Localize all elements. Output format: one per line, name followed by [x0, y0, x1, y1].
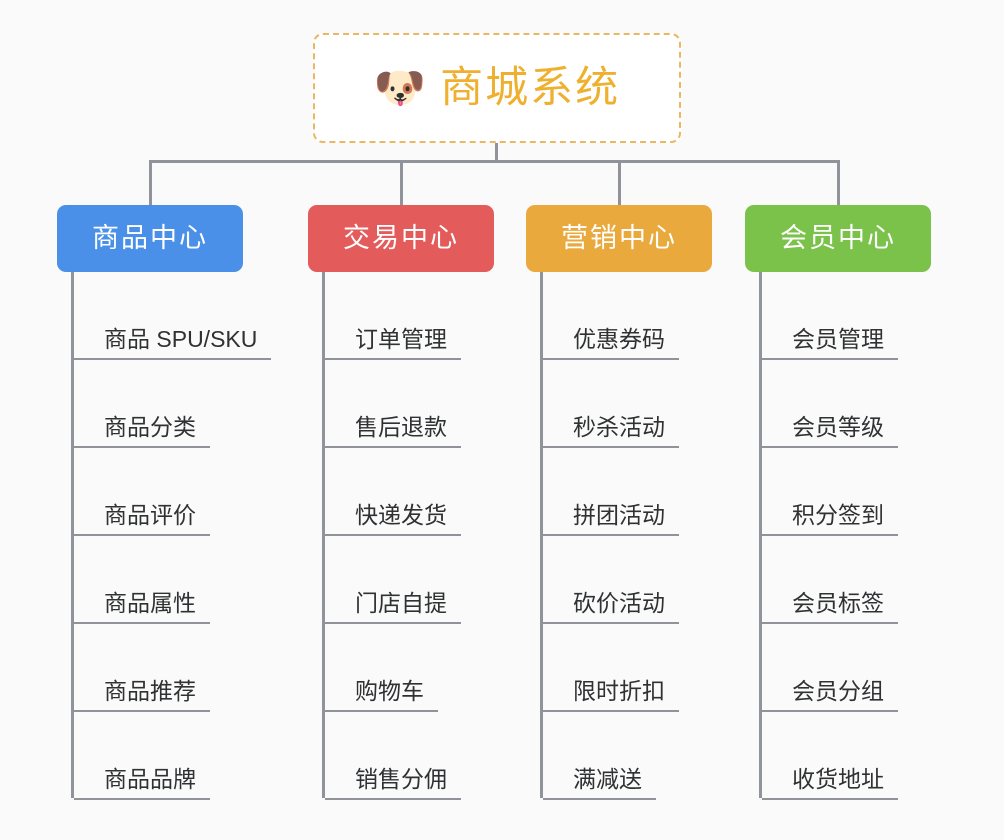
connector-category-stem-3: [618, 160, 621, 205]
leaf-column-1: 商品 SPU/SKU 商品分类商品评价商品属性商品推荐商品品牌: [71, 272, 301, 800]
category-label: 会员中心: [780, 223, 896, 253]
leaf-item[interactable]: 商品评价: [74, 448, 210, 536]
leaf-item[interactable]: 优惠券码: [543, 272, 679, 360]
category-label: 商品中心: [92, 223, 208, 253]
leaf-item[interactable]: 会员分组: [762, 624, 898, 712]
leaf-item[interactable]: 积分签到: [762, 448, 898, 536]
leaf-label: 商品 SPU/SKU: [74, 326, 272, 360]
leaf-column-3: 优惠券码秒杀活动拼团活动砍价活动限时折扣满减送: [540, 272, 770, 800]
leaf-item[interactable]: 快递发货: [325, 448, 461, 536]
leaf-item[interactable]: 购物车: [325, 624, 438, 712]
leaf-label: 收货地址: [762, 766, 898, 800]
leaf-label: 优惠券码: [543, 326, 679, 360]
leaf-item[interactable]: 订单管理: [325, 272, 461, 360]
leaf-label: 快递发货: [325, 502, 461, 536]
leaf-item[interactable]: 销售分佣: [325, 712, 461, 800]
leaf-label: 商品品牌: [74, 766, 210, 800]
leaf-label: 秒杀活动: [543, 414, 679, 448]
connector-category-stem-2: [400, 160, 403, 205]
leaf-item[interactable]: 砍价活动: [543, 536, 679, 624]
leaf-item[interactable]: 商品推荐: [74, 624, 210, 712]
connector-leaf-trunk-3: [540, 272, 543, 798]
leaf-label: 满减送: [543, 766, 656, 800]
leaf-item[interactable]: 拼团活动: [543, 448, 679, 536]
category-label: 交易中心: [343, 223, 459, 253]
leaf-label: 会员标签: [762, 590, 898, 624]
leaf-item[interactable]: 商品 SPU/SKU: [74, 272, 272, 360]
category-box-1[interactable]: 商品中心: [57, 205, 243, 272]
leaf-label: 销售分佣: [325, 766, 461, 800]
root-node[interactable]: 🐶 商城系统: [313, 33, 681, 143]
category-box-3[interactable]: 营销中心: [526, 205, 712, 272]
connector-root-stem: [495, 143, 498, 162]
leaf-item[interactable]: 商品属性: [74, 536, 210, 624]
leaf-label: 限时折扣: [543, 678, 679, 712]
connector-category-stem-4: [837, 160, 840, 205]
leaf-label: 售后退款: [325, 414, 461, 448]
leaf-label: 商品属性: [74, 590, 210, 624]
leaf-item[interactable]: 限时折扣: [543, 624, 679, 712]
category-box-4[interactable]: 会员中心: [745, 205, 931, 272]
leaf-label: 积分签到: [762, 502, 898, 536]
leaf-label: 会员分组: [762, 678, 898, 712]
leaf-column-4: 会员管理会员等级积分签到会员标签会员分组收货地址: [759, 272, 989, 800]
leaf-label: 商品推荐: [74, 678, 210, 712]
leaf-column-2: 订单管理售后退款快递发货门店自提购物车销售分佣: [322, 272, 552, 800]
leaf-label: 商品分类: [74, 414, 210, 448]
category-box-2[interactable]: 交易中心: [308, 205, 494, 272]
shiba-dog-emoji: 🐶: [373, 64, 427, 111]
root-node-label: 商城系统: [440, 63, 621, 112]
leaf-label: 商品评价: [74, 502, 210, 536]
connector-category-stem-1: [149, 160, 152, 205]
connector-horizontal-bus: [149, 160, 840, 163]
leaf-item[interactable]: 售后退款: [325, 360, 461, 448]
leaf-label: 砍价活动: [543, 590, 679, 624]
leaf-label: 会员管理: [762, 326, 898, 360]
leaf-label: 拼团活动: [543, 502, 679, 536]
leaf-label: 会员等级: [762, 414, 898, 448]
leaf-item[interactable]: 收货地址: [762, 712, 898, 800]
leaf-label: 门店自提: [325, 590, 461, 624]
connector-leaf-trunk-1: [71, 272, 74, 798]
leaf-label: 订单管理: [325, 326, 461, 360]
leaf-item[interactable]: 秒杀活动: [543, 360, 679, 448]
leaf-item[interactable]: 门店自提: [325, 536, 461, 624]
leaf-item[interactable]: 商品品牌: [74, 712, 210, 800]
leaf-item[interactable]: 会员标签: [762, 536, 898, 624]
connector-leaf-trunk-4: [759, 272, 762, 798]
leaf-item[interactable]: 会员等级: [762, 360, 898, 448]
leaf-item[interactable]: 满减送: [543, 712, 656, 800]
category-label: 营销中心: [561, 223, 677, 253]
connector-leaf-trunk-2: [322, 272, 325, 798]
leaf-label: 购物车: [325, 678, 438, 712]
leaf-item[interactable]: 商品分类: [74, 360, 210, 448]
leaf-item[interactable]: 会员管理: [762, 272, 898, 360]
